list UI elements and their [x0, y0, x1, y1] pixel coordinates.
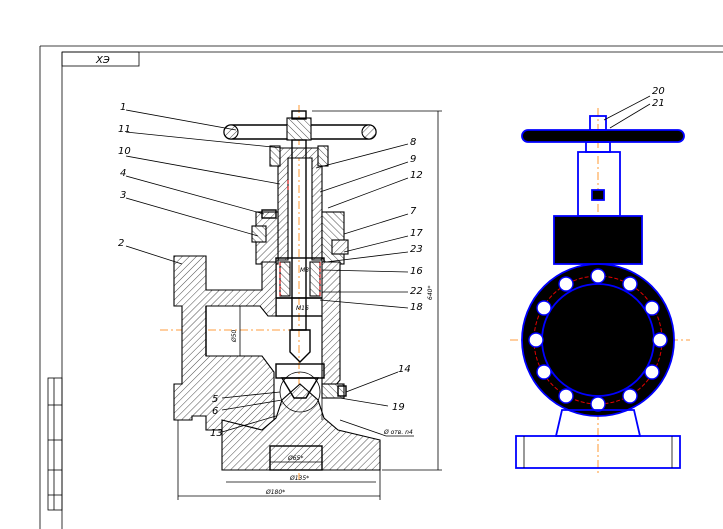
label-10: 10 — [118, 146, 131, 157]
label-1: 1 — [120, 102, 126, 113]
label-21: 21 — [652, 98, 665, 109]
label-9: 9 — [410, 154, 416, 165]
label-14: 14 — [398, 364, 411, 375]
label-12: 12 — [410, 170, 423, 181]
dim-height: 640* — [427, 286, 434, 300]
gland — [251, 209, 349, 265]
part-leaders: 1 11 10 4 3 2 8 9 12 7 17 23 16 22 18 14… — [118, 102, 423, 439]
dim-small2: M16 — [296, 305, 309, 312]
dim-bore: Ø50 — [231, 329, 238, 343]
label-18: 18 — [410, 302, 423, 313]
label-11: 11 — [118, 124, 131, 135]
label-8: 8 — [410, 137, 416, 148]
label-3: 3 — [120, 190, 126, 201]
dim-d3: Ø180* — [265, 489, 285, 496]
label-13: 13 — [210, 428, 223, 439]
label-4: 4 — [120, 168, 126, 179]
handwheel-section — [223, 110, 377, 141]
label-2: 2 — [118, 238, 124, 249]
label-20: 20 — [652, 86, 665, 97]
base-front — [515, 435, 681, 469]
label-23: 23 — [410, 244, 423, 255]
drawing-frame: ХЭ — [39, 45, 723, 529]
section-view — [160, 105, 381, 480]
dim-note: Ø отв. n4 — [383, 429, 413, 436]
dim-d2: Ø135* — [289, 475, 309, 482]
label-22: 22 — [410, 286, 423, 297]
bolt-holes — [528, 268, 668, 412]
flange-front — [521, 263, 675, 417]
handwheel-front — [521, 129, 685, 143]
label-7: 7 — [410, 206, 417, 217]
valve-body — [173, 255, 381, 471]
label-16: 16 — [410, 266, 423, 277]
dim-d1: Ø65* — [287, 455, 303, 462]
dim-small1: M8 — [300, 267, 309, 274]
label-17: 17 — [410, 228, 423, 239]
stamp-text: ХЭ — [95, 55, 110, 66]
label-19: 19 — [392, 402, 405, 413]
dimension-lines: 640* Ø50 Ø65* Ø135* Ø180* Ø отв. n4 M8 M… — [177, 110, 442, 500]
bonnet-front — [553, 215, 643, 265]
bonnet — [269, 145, 329, 261]
label-5: 5 — [212, 394, 218, 405]
front-view: 20 21 — [510, 86, 690, 475]
yoke-front — [577, 151, 621, 217]
label-6: 6 — [212, 406, 218, 417]
